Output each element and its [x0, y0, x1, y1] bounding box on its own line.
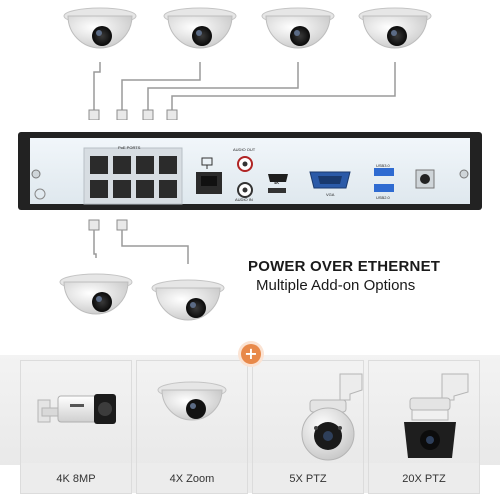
audio-in-jack [237, 182, 253, 198]
dome-camera-icon [59, 273, 133, 315]
rj45-plug-icon [88, 219, 128, 231]
dome-camera-icon [163, 7, 237, 49]
option-label: 5X PTZ [289, 473, 327, 485]
vga-label: VGA [326, 192, 335, 197]
dome-camera-icon [63, 7, 137, 49]
option-label: 20X PTZ [402, 473, 446, 485]
options-labels-bar [20, 463, 480, 493]
ptz-camera-icon [301, 373, 363, 461]
power-jack-icon [415, 169, 435, 189]
usb2-label: USB2.0 [376, 195, 390, 200]
screw-icon [31, 169, 41, 179]
option-label: 4X Zoom [169, 473, 215, 485]
dome-camera-icon [157, 381, 227, 421]
option-cameras [37, 373, 469, 461]
ethernet-cables-top [93, 62, 396, 112]
audio-out-jack [237, 156, 253, 172]
hdmi-port [268, 174, 288, 193]
option-card [20, 360, 132, 494]
network-icon [201, 157, 213, 169]
bottom-cameras [59, 219, 225, 321]
option-card [368, 360, 480, 494]
dome-camera-icon [151, 279, 225, 321]
ground-icon [34, 188, 46, 200]
poe-ports-label: PoE PORTS [118, 145, 141, 150]
usb-ports [374, 168, 394, 192]
rj45-plug-icon [88, 109, 178, 120]
option-label: 4K 8MP [56, 473, 96, 485]
option-card [252, 360, 364, 494]
audio-out-label: AUDIO OUT [233, 147, 256, 152]
add-plus-icon: + [241, 344, 261, 364]
bullet-camera-icon [37, 394, 116, 424]
subline: Multiple Add-on Options [256, 277, 416, 294]
audio-in-label: AUDIO IN [235, 197, 253, 202]
poe-ports [83, 147, 183, 205]
option-card [136, 360, 248, 494]
ethernet-cables-bottom [93, 230, 189, 264]
dome-camera-icon [358, 7, 432, 49]
ptz-camera-dark-icon [404, 373, 469, 458]
vga-port [309, 171, 351, 189]
dome-camera-icon [261, 7, 335, 49]
usb3-label: USB3.0 [376, 163, 390, 168]
hdmi-label: 4K [274, 180, 280, 185]
headline: POWER OVER ETHERNET [248, 258, 441, 275]
screw-icon [459, 169, 469, 179]
top-cameras [63, 7, 432, 120]
nvr-recorder [18, 132, 482, 210]
lan-port [196, 172, 222, 194]
